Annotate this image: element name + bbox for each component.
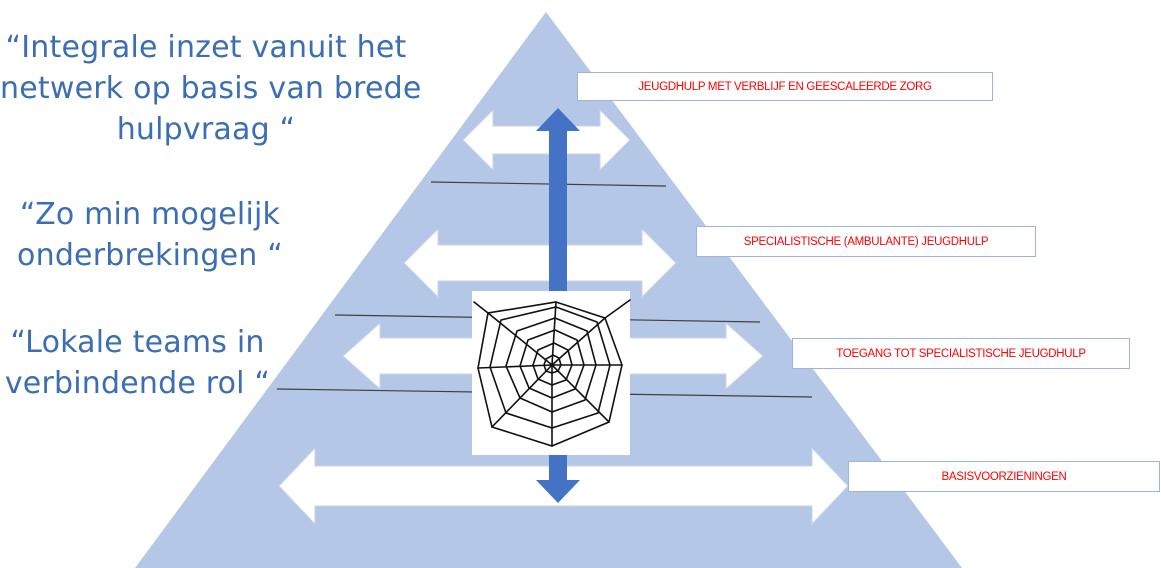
quote-line: onderbrekingen “ (17, 238, 283, 273)
quote-line: hulpvraag “ (116, 112, 296, 147)
level-divider (430, 181, 667, 187)
double-arrow-level-2 (403, 227, 677, 299)
quote-line: verbindende rol “ (4, 366, 271, 401)
quote-onderbrekingen: “Zo min mogelijk onderbrekingen “ (0, 194, 300, 276)
level-label-toegang: TOEGANG TOT SPECIALISTISCHE JEUGDHULP (792, 338, 1130, 369)
quote-integrale-inzet: “Integrale inzet vanuit het netwerk op b… (0, 27, 422, 150)
quote-line: “Lokale teams in (10, 325, 265, 360)
level-label-specialistisch: SPECIALISTISCHE (AMBULANTE) JEUGDHULP (696, 226, 1036, 257)
quote-line: “Zo min mogelijk (19, 197, 281, 232)
spider-web-icon (472, 291, 631, 455)
pyramid (135, 12, 962, 568)
level-label-verblijf: JEUGDHULP MET VERBLIJF EN GEESCALEERDE Z… (577, 72, 993, 101)
level-label-basisvoorzieningen: BASISVOORZIENINGEN (848, 461, 1160, 492)
quote-line: “Integrale inzet vanuit het (5, 30, 407, 65)
double-arrow-level-1 (462, 108, 631, 172)
quote-line: netwerk op basis van brede (0, 71, 422, 106)
quote-lokale-teams: “Lokale teams in verbindende rol “ (0, 322, 275, 404)
